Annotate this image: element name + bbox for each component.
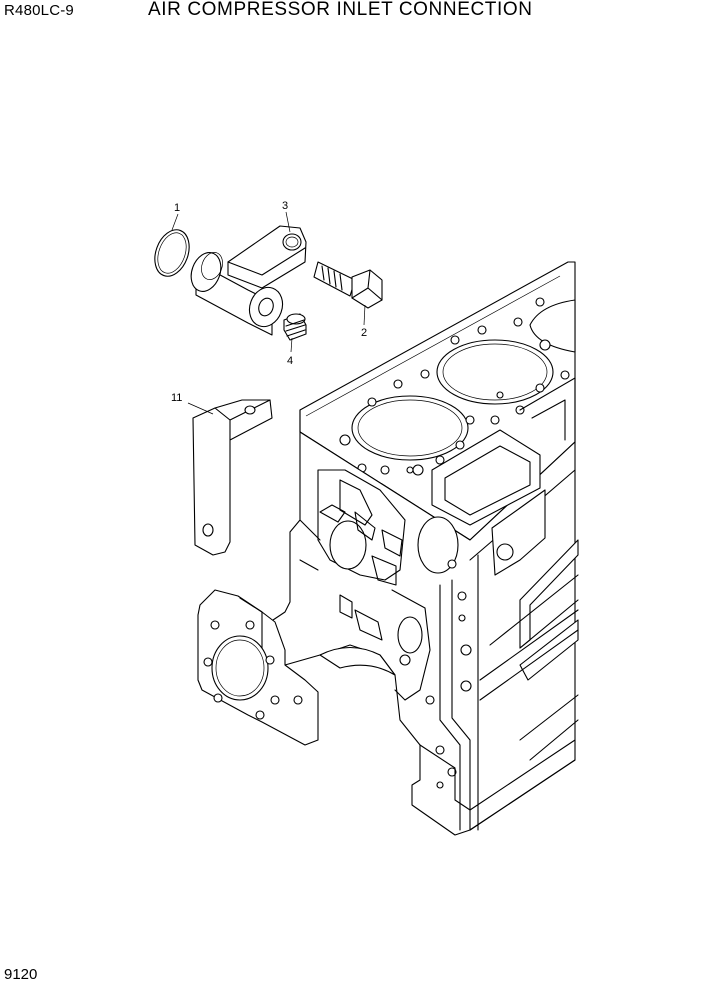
engine-block [261,261,579,836]
callout-3: 3 [282,200,288,212]
bracket-part-11 [192,399,273,556]
front-flange-plate [197,589,319,746]
deck-bolt-holes [339,297,570,476]
callout-4: 4 [287,355,293,367]
bolt-part-2 [313,261,383,309]
model-code: R480LC-9 [4,2,74,19]
callout-2: 2 [361,327,367,339]
callout-11: 11 [171,392,182,404]
callout-1: 1 [174,202,180,214]
inlet-fitting-part-3 [190,225,307,336]
page-title: AIR COMPRESSOR INLET CONNECTION [148,0,533,20]
callout-leaders [171,211,366,415]
o-ring-part-1 [154,229,190,277]
page-number: 9120 [4,966,38,983]
plug-part-4 [283,313,307,341]
